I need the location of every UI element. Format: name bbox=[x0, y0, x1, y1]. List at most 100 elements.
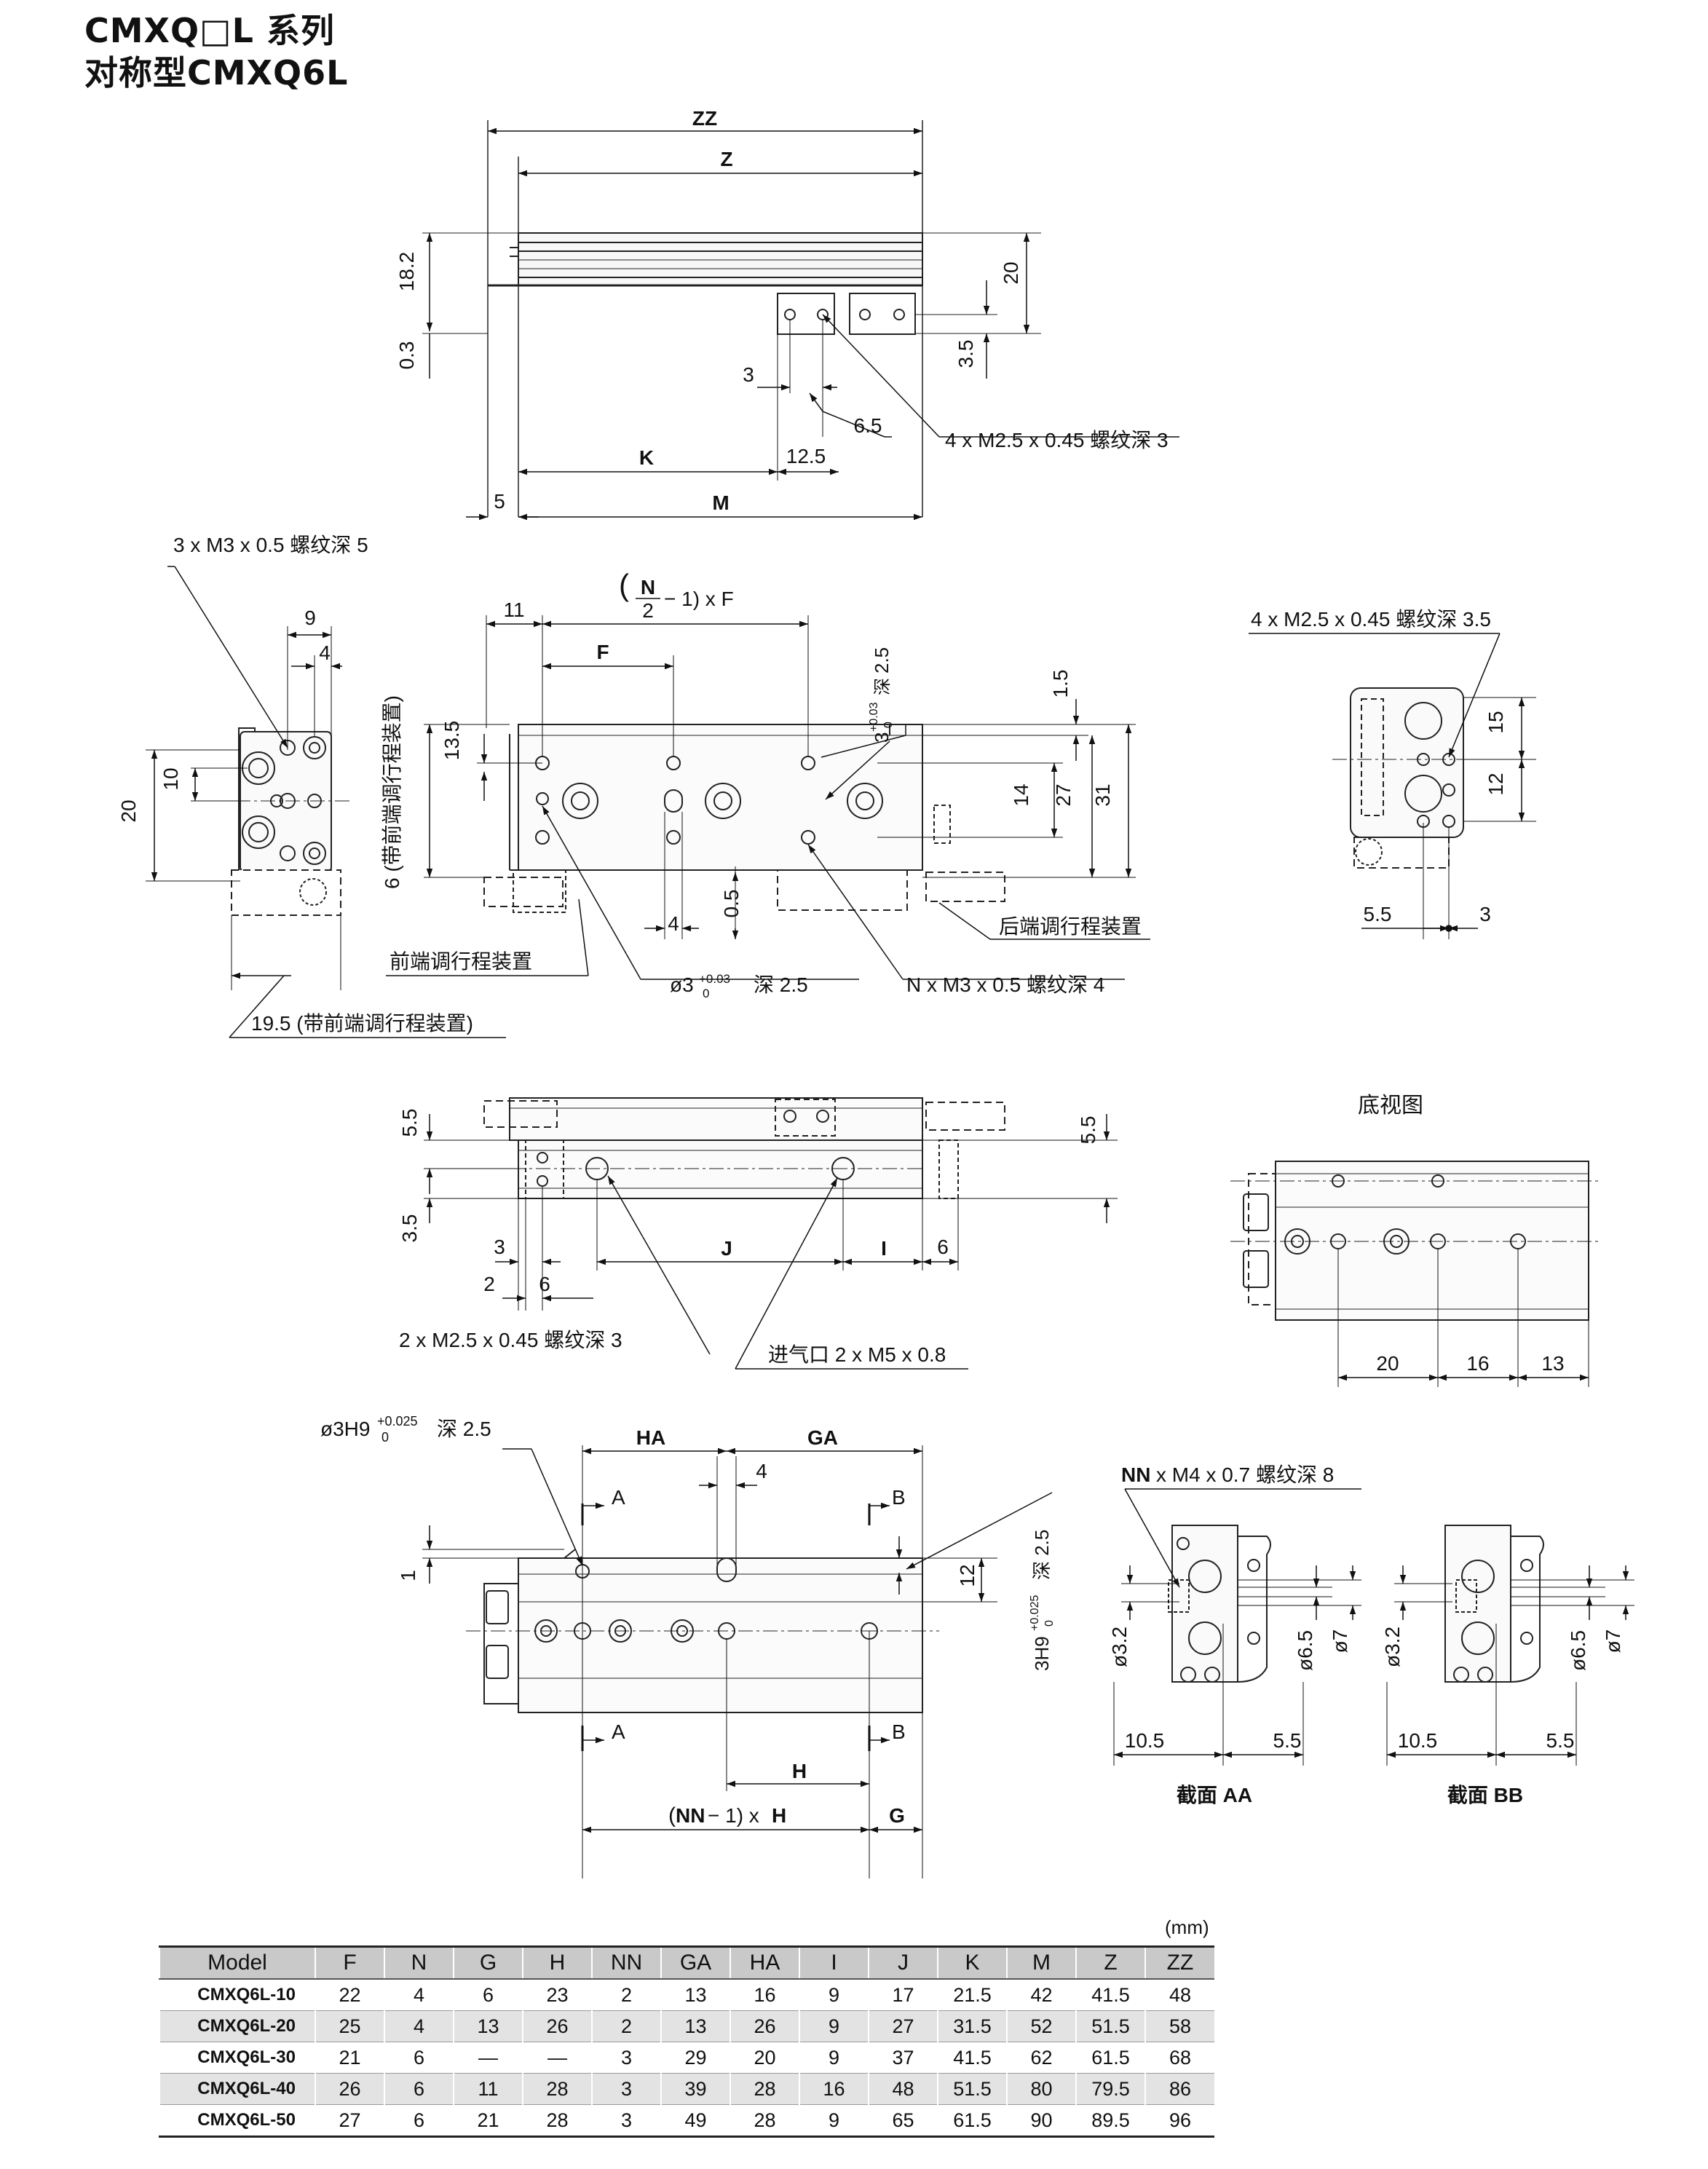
aa-dim-10-5: 10.5 bbox=[1125, 1729, 1165, 1752]
cell: 26 bbox=[315, 2073, 384, 2105]
aa-tap-rest: x M4 x 0.7 螺纹深 8 bbox=[1156, 1463, 1334, 1486]
dim-12-end: 12 bbox=[1484, 773, 1507, 795]
front-view-dimensions bbox=[386, 615, 1150, 980]
n-numerator: N bbox=[641, 576, 655, 598]
cell: 17 bbox=[868, 1979, 938, 2011]
cell: 48 bbox=[1144, 1979, 1214, 2011]
dim-0-5: 0.5 bbox=[720, 890, 743, 918]
dim-j: J bbox=[721, 1237, 732, 1260]
cell-model: CMXQ6L-30 bbox=[159, 2042, 315, 2074]
pin-tol-b: 0 bbox=[882, 722, 895, 728]
cell: 52 bbox=[1006, 2010, 1076, 2042]
dim-3: 3 bbox=[743, 363, 754, 386]
dim-k: K bbox=[639, 446, 654, 469]
cell: 4 bbox=[384, 1979, 454, 2011]
slot-depth: 深 2.5 bbox=[1031, 1530, 1053, 1580]
n-tap-note: N x M3 x 0.5 螺纹深 4 bbox=[906, 973, 1104, 996]
dim-5-5-end: 5.5 bbox=[1364, 903, 1392, 925]
dim-3-end: 3 bbox=[1479, 903, 1491, 925]
dim-10: 10 bbox=[159, 767, 182, 790]
section-bb-label: 截面 BB bbox=[1447, 1784, 1523, 1806]
cell: 31.5 bbox=[937, 2010, 1007, 2042]
pin-note-tol-b: 0 bbox=[703, 987, 709, 1000]
cell: 9 bbox=[799, 2042, 869, 2074]
cell: 41.5 bbox=[1075, 1979, 1145, 2011]
header-ha: HA bbox=[730, 1945, 799, 1980]
header-zz: ZZ bbox=[1144, 1945, 1214, 1980]
dim-3-5: 3.5 bbox=[954, 340, 977, 368]
cell: — bbox=[453, 2042, 523, 2074]
cell: 61.5 bbox=[1075, 2042, 1145, 2074]
dim-20-side: 20 bbox=[117, 799, 140, 822]
cell: 65 bbox=[868, 2104, 938, 2138]
header-ga: GA bbox=[660, 1945, 730, 1980]
dim-9: 9 bbox=[304, 607, 316, 629]
cell: 58 bbox=[1144, 2010, 1214, 2042]
lower-view-dimensions bbox=[424, 1114, 1118, 1370]
dim-h: H bbox=[792, 1760, 807, 1782]
slot-tol-b: 0 bbox=[1043, 1620, 1056, 1627]
dim-11: 11 bbox=[503, 598, 524, 621]
nn-paren: ( bbox=[668, 1803, 676, 1828]
dim-5-5-left: 5.5 bbox=[398, 1109, 421, 1137]
cell: 48 bbox=[868, 2073, 938, 2105]
aa-dim-6-5: ø6.5 bbox=[1294, 1630, 1316, 1671]
rear-adjust-label: 后端调行程装置 bbox=[999, 915, 1142, 938]
dim-f: F bbox=[596, 641, 609, 663]
cell: 28 bbox=[522, 2073, 592, 2105]
pin-callout-vertical: 3 +0.03 0 深 2.5 bbox=[868, 647, 895, 743]
dim-13-bottom: 13 bbox=[1541, 1352, 1564, 1375]
section-pin-tol-a: +0.025 bbox=[377, 1414, 418, 1429]
n-suffix: − 1) x F bbox=[664, 588, 734, 610]
cell: 49 bbox=[660, 2104, 730, 2138]
cell: 2 bbox=[591, 1979, 661, 2011]
bottom-view-dimensions bbox=[1337, 1249, 1589, 1387]
cell: 61.5 bbox=[937, 2104, 1007, 2138]
header-k: K bbox=[937, 1945, 1007, 1980]
cell: 41.5 bbox=[937, 2042, 1007, 2074]
cell: 21 bbox=[453, 2104, 523, 2138]
header-h: H bbox=[522, 1945, 592, 1980]
dim-6-5: 6.5 bbox=[854, 414, 882, 437]
cell: 22 bbox=[315, 1979, 384, 2011]
dim-18-2: 18.2 bbox=[395, 252, 418, 292]
slot-callout-vertical: 3H9 +0.025 0 深 2.5 bbox=[1029, 1530, 1056, 1671]
section-view-labels: ø3H9 +0.025 0 深 2.5 HA GA 4 A B A B 1 12… bbox=[320, 1414, 1056, 1828]
section-pin-depth: 深 2.5 bbox=[437, 1418, 491, 1440]
cell: 26 bbox=[730, 2010, 799, 2042]
dim-1-section: 1 bbox=[397, 1570, 419, 1581]
dim-5-5-right: 5.5 bbox=[1077, 1116, 1099, 1145]
side-width-note: 19.5 (带前端调行程装置) bbox=[251, 1012, 473, 1035]
pin-depth: 2.5 bbox=[871, 647, 893, 673]
page-title-series: CMXQ□L 系列 bbox=[84, 11, 335, 50]
dim-zz: ZZ bbox=[692, 107, 717, 130]
slot-tol-a: +0.025 bbox=[1029, 1595, 1041, 1631]
cell: 39 bbox=[660, 2073, 730, 2105]
technical-drawing: ZZ Z 18.2 0.3 20 3.5 3 6.5 12.5 K 5 M 4 … bbox=[117, 107, 1634, 1878]
cell: 62 bbox=[1006, 2042, 1076, 2074]
dim-i: I bbox=[881, 1237, 887, 1260]
dim-4-section: 4 bbox=[756, 1460, 767, 1482]
side-view-dimensions bbox=[146, 566, 506, 1038]
cell: 90 bbox=[1006, 2104, 1076, 2138]
section-pin-note: ø3H9 bbox=[320, 1418, 370, 1440]
cell-model: CMXQ6L-50 bbox=[159, 2104, 315, 2138]
dim-3-5-lower: 3.5 bbox=[398, 1214, 421, 1243]
cell: 80 bbox=[1006, 2073, 1076, 2105]
bb-dim-10-5: 10.5 bbox=[1398, 1729, 1438, 1752]
cell: 51.5 bbox=[937, 2073, 1007, 2105]
pin-tol-a: +0.03 bbox=[868, 702, 880, 732]
section-pin-tol-b: 0 bbox=[381, 1430, 389, 1445]
dim-1-5: 1.5 bbox=[1049, 670, 1072, 698]
cell: 51.5 bbox=[1075, 2010, 1145, 2042]
bottom-view-title: 底视图 bbox=[1358, 1094, 1423, 1118]
cell: 86 bbox=[1144, 2073, 1214, 2105]
pin-note-tol-a: +0.03 bbox=[699, 972, 730, 986]
table-row: CMXQ6L-40 26 6 11 28 3 39 28 16 48 51.5 … bbox=[159, 2073, 1214, 2105]
cell: 27 bbox=[315, 2104, 384, 2138]
dim-14: 14 bbox=[1010, 783, 1032, 806]
dim-4-front: 4 bbox=[668, 912, 679, 935]
cell: 4 bbox=[384, 2010, 454, 2042]
end-view-right bbox=[1332, 687, 1485, 869]
table-header-row: Model F N G H NN GA HA I J K M Z ZZ bbox=[159, 1945, 1214, 1980]
